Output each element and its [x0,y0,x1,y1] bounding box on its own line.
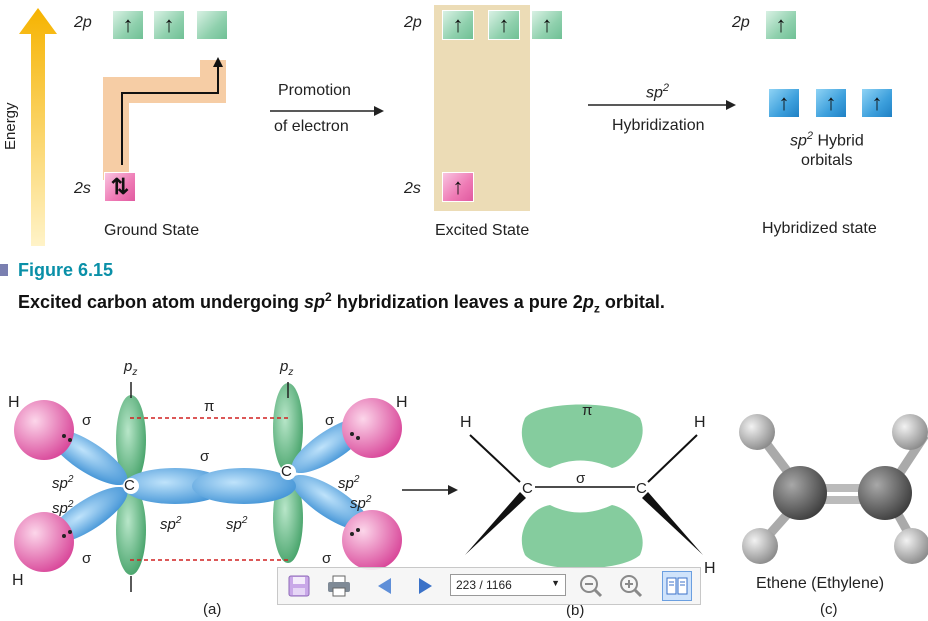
h-label-a-bl: H [12,572,24,589]
print-button[interactable] [324,571,354,601]
carbon-b-left: C [522,480,533,497]
panel-b-label: (b) [566,602,585,619]
excited-2p-box-2: ↑ [488,10,520,40]
sigma-a-2: σ [325,412,335,429]
triangle-left-icon [378,578,391,594]
panel-a-label: (a) [203,601,222,618]
hybrid-orbitals-line-2: orbitals [801,152,853,169]
excited-2p-box-3: ↑ [531,10,563,40]
promotion-label-2: of electron [274,118,349,135]
hybrid-sp2-box-1: ↑ [768,88,800,118]
figure-caption: Excited carbon atom undergoing sp2 hybri… [18,290,665,316]
zoom-out-button[interactable] [576,571,606,601]
excited-2s-box: ↑ [442,172,474,202]
h-label-a-tr: H [396,394,408,411]
next-page-button[interactable] [410,571,440,601]
sp2-label-1: sp2 [52,474,74,492]
hybridized-state-label: Hybridized state [762,220,877,237]
hybridization-label: Hybridization [612,117,705,134]
hybrid-sp2-box-3: ↑ [861,88,893,118]
zoom-in-button[interactable] [616,571,646,601]
ground-2s-label: 2s [74,180,91,197]
pi-label-a: π [204,398,215,415]
ground-2p-label: 2p [74,14,92,31]
h-label-b-br: H [704,560,716,577]
panel-c-label: (c) [820,601,838,618]
excited-2p-box-1: ↑ [442,10,474,40]
sp2-label-5: sp2 [160,515,182,533]
hybrid-2p-label: 2p [732,14,750,31]
ground-2p-box-3 [196,10,228,40]
hybrid-sp2-box-2: ↑ [815,88,847,118]
hybrid-2p-box: ↑ [765,10,797,40]
previous-page-button[interactable] [370,571,400,601]
carbon-b-right: C [636,480,647,497]
zoom-in-icon [620,575,643,598]
h-label-b-tr: H [694,414,706,431]
panel-c-ethene-model [739,414,928,564]
sigma-b: σ [576,470,586,487]
pz-label-left: pz [124,358,138,378]
panel-a-diagram [14,382,402,592]
sp2-label-4: sp2 [350,494,372,512]
page-number-select[interactable]: 223 / 1166 ▼ [450,574,566,596]
sigma-a-1: σ [82,412,92,429]
sp2-label-6: sp2 [226,515,248,533]
pdf-toolbar: 223 / 1166 ▼ [277,567,701,605]
sigma-a-center: σ [200,448,210,465]
print-icon [328,575,350,597]
sigma-a-3: σ [82,550,92,567]
excited-state-label: Excited State [435,222,530,239]
h-label-a-tl: H [8,394,20,411]
panel-b-diagram [465,404,703,569]
save-button[interactable] [284,571,314,601]
pi-label-b: π [582,402,593,419]
ground-2p-box-2: ↑ [153,10,185,40]
book-icon [666,577,688,595]
hybridization-arrow [588,100,736,110]
figure-number: Figure 6.15 [18,260,114,280]
excited-2s-label: 2s [404,180,421,197]
ground-2s-box: ⇅ [104,172,136,202]
zoom-out-icon [580,575,603,598]
ground-state-label: Ground State [104,222,200,239]
promotion-path [103,57,226,180]
promotion-arrow [270,106,384,116]
h-label-b-tl: H [460,414,472,431]
figure-marker [0,264,8,276]
sp2-label-2: sp2 [52,499,74,517]
carbon-a-left: C [124,477,135,494]
book-view-button[interactable] [662,571,692,601]
excited-2p-label: 2p [404,14,422,31]
sigma-a-4: σ [322,550,332,567]
hybrid-orbitals-line-1: sp2 Hybrid [790,130,864,150]
promotion-label-1: Promotion [278,82,351,99]
hybrid-arrow-sp2: sp2 [646,82,670,102]
chevron-down-icon: ▼ [551,578,560,588]
ethene-label: Ethene (Ethylene) [756,575,885,592]
pz-label-right: pz [280,358,294,378]
save-icon [288,575,310,597]
energy-arrow [19,8,57,246]
bonding-illustrations [14,382,928,592]
sp2-label-3: sp2 [338,474,360,492]
triangle-right-icon [419,578,432,594]
energy-axis-label: Energy [2,102,19,150]
carbon-a-right: C [281,463,292,480]
ground-2p-box-1: ↑ [112,10,144,40]
page-indicator: 223 / 1166 [456,578,512,592]
